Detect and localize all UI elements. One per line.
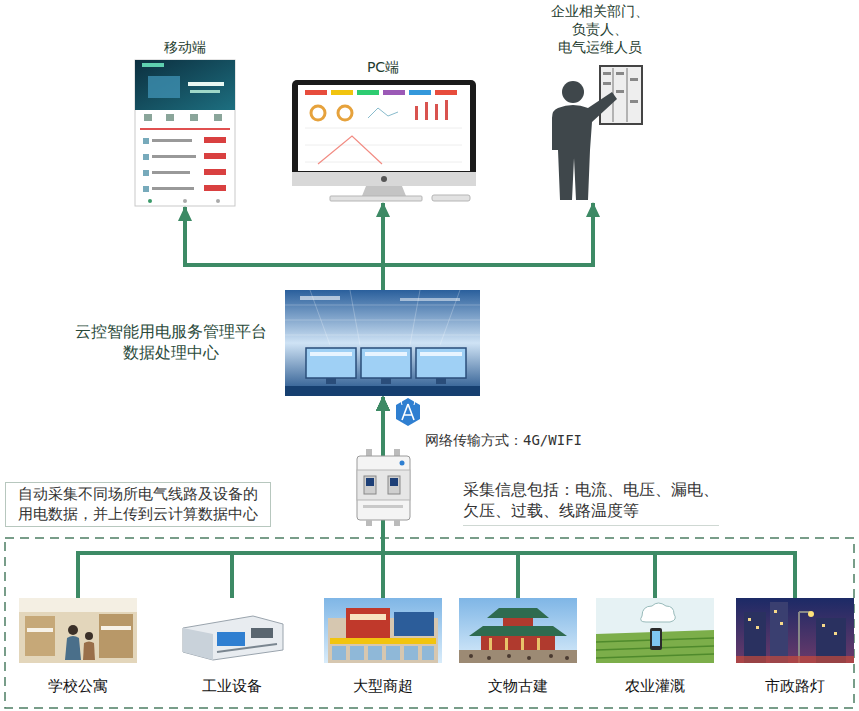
scene-node: 市政路灯 [733, 598, 857, 702]
operator-figure [552, 66, 642, 200]
connector [383, 203, 593, 290]
node-text: PC端 [367, 58, 399, 76]
endpoint-node: 移动端 [133, 38, 237, 206]
node-text: 市政路灯 [765, 677, 825, 697]
node-text: 工业设备 [202, 677, 262, 697]
machine-picture [173, 598, 291, 663]
mall-picture [324, 598, 442, 663]
edge-label: 网络传输方式：4G/WIFI [425, 431, 582, 449]
endpoint-node: PC端 [288, 58, 478, 202]
scene-node: 学校公寓 [16, 598, 140, 702]
platform-node: 云控智能用电服务管理平台 数据处理中心 [62, 290, 482, 396]
streetlight-picture [736, 598, 854, 663]
farm-picture [596, 598, 714, 663]
scene-node: 工业设备 [170, 598, 294, 702]
node-text: 自动采集不同场所电气线路及设备的 用电数据，并上传到云计算数据中心 [18, 485, 258, 524]
node-text: 云控智能用电服务管理平台 数据处理中心 [62, 322, 280, 364]
dorm-picture [19, 598, 137, 663]
data-center-image [285, 290, 480, 396]
connector [383, 397, 795, 598]
node-text: 移动端 [164, 38, 206, 56]
node-text: 企业相关部门、 负责人、 电气运维人员 [551, 2, 649, 57]
circuit-breaker [357, 449, 410, 526]
pc-monitor [292, 80, 476, 201]
mobile-screenshot [135, 60, 235, 206]
scene-region [5, 538, 854, 708]
node-text: 文物古建 [488, 677, 548, 697]
wireless-icon [396, 398, 420, 426]
scene-node: 文物古建 [456, 598, 580, 702]
endpoint-node: 企业相关部门、 负责人、 电气运维人员 [522, 2, 678, 202]
temple-picture [459, 598, 577, 663]
scene-node: 大型商超 [321, 598, 445, 702]
node-text: 学校公寓 [48, 677, 108, 697]
connector [185, 207, 383, 290]
node-text: 大型商超 [353, 677, 413, 697]
scene-node: 农业灌溉 [593, 598, 717, 702]
note-text: 采集信息包括：电流、电压、漏电、 欠压、过载、线路温度等 [463, 480, 719, 526]
node-text: 农业灌溉 [625, 677, 685, 697]
note-box: 自动采集不同场所电气线路及设备的 用电数据，并上传到云计算数据中心 [5, 482, 271, 527]
